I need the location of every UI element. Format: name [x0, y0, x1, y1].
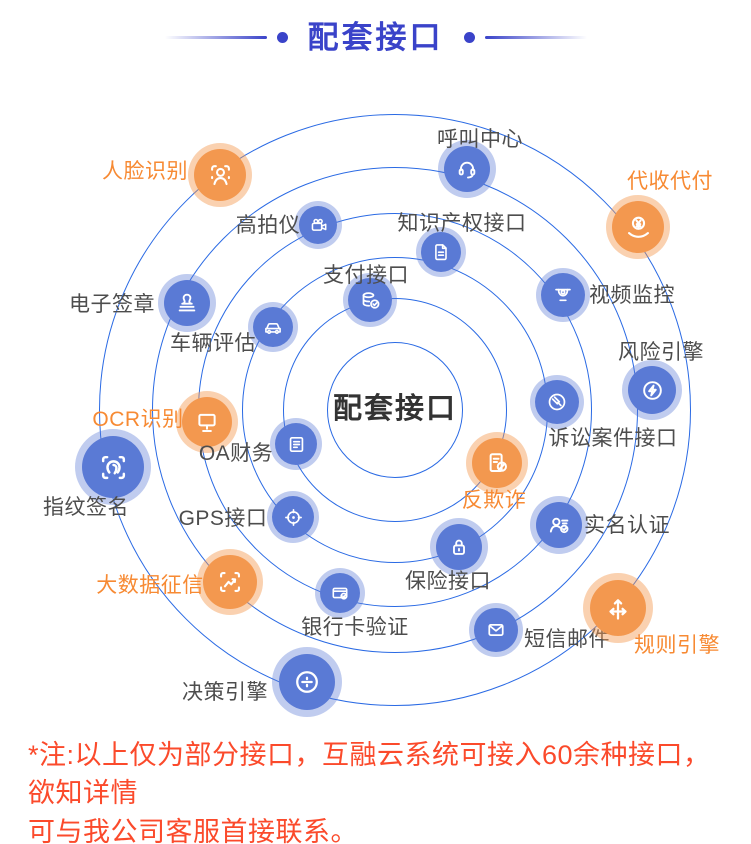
node-label-insurance-interface: 保险接口: [405, 570, 491, 593]
lock-icon: [436, 524, 482, 570]
doc-ban-icon: [472, 438, 522, 488]
yuan-hand-icon: [612, 201, 664, 253]
fingerprint-icon: [82, 436, 144, 498]
node-label-e-signature: 电子签章: [69, 293, 155, 316]
car-icon: [253, 307, 293, 347]
node-label-risk-engine: 风险引擎: [618, 341, 704, 364]
node-label-face-recognition: 人脸识别: [102, 160, 188, 183]
node-label-litigation-interface: 诉讼案件接口: [548, 427, 678, 450]
target-icon: [272, 496, 314, 538]
node-label-sms-email: 短信邮件: [524, 628, 610, 651]
node-label-ocr-recognition: OCR识别: [92, 408, 184, 431]
branch-arrows-icon: [590, 580, 646, 636]
node-label-video-surveillance: 视频监控: [589, 284, 675, 307]
node-label-real-name-auth: 实名认证: [584, 514, 670, 537]
title-decoration-dot-left: [276, 32, 288, 43]
title-decoration-dot-right: [463, 32, 475, 43]
orbit-ring: [99, 114, 691, 706]
node-label-oa-finance: OA财务: [198, 442, 274, 465]
node-label-payment-interface: 支付接口: [323, 264, 409, 287]
node-label-bigdata-credit: 大数据征信: [96, 574, 204, 597]
person-check-icon: [536, 502, 582, 548]
bank-card-icon: [320, 573, 360, 613]
node-label-decision-engine: 决策引擎: [182, 681, 268, 704]
node-label-collection-payment: 代收代付: [627, 170, 713, 193]
title-decoration-line-left: [164, 36, 267, 39]
section-header: 配套接口: [0, 22, 751, 53]
chart-scan-icon: [203, 555, 257, 609]
envelope-icon: [474, 608, 518, 652]
footnote-line-1: *注:以上仅为部分接口，互融云系统可接入60余种接口，欲知详情: [28, 740, 711, 809]
ledger-icon: [275, 423, 317, 465]
node-label-document-camera: 高拍仪: [235, 214, 301, 237]
node-label-rules-engine: 规则引擎: [634, 634, 720, 657]
coins-check-icon: [348, 278, 392, 322]
title-decoration-line-right: [484, 36, 587, 39]
gavel-icon: [535, 380, 579, 424]
node-label-gps-interface: GPS接口: [178, 507, 268, 530]
dome-camera-icon: [541, 273, 585, 317]
video-camera-icon: [299, 206, 337, 244]
monitor-icon: [182, 397, 232, 447]
document-icon: [421, 232, 461, 272]
node-label-ip-interface: 知识产权接口: [397, 212, 527, 235]
footnote: *注:以上仅为部分接口，互融云系统可接入60余种接口，欲知详情 可与我公司客服首…: [28, 736, 733, 844]
node-label-fingerprint-signature: 指纹签名: [43, 496, 129, 519]
divide-circle-icon: [279, 654, 335, 710]
node-label-call-center: 呼叫中心: [437, 128, 523, 151]
page-title: 配套接口: [307, 20, 444, 55]
face-scan-icon: [194, 149, 246, 201]
lightning-icon: [628, 366, 676, 414]
headset-icon: [444, 146, 490, 192]
interface-orbit-diagram: 配套接口 呼叫中心人脸识别代收代付高拍仪知识产权接口支付接口视频监控电子签章车辆…: [43, 114, 720, 710]
node-label-anti-fraud: 反欺诈: [461, 489, 527, 512]
footnote-line-2: 可与我公司客服首接联系。: [28, 816, 358, 844]
node-label-vehicle-evaluation: 车辆评估: [170, 332, 256, 355]
node-label-bankcard-verification: 银行卡验证: [301, 616, 409, 639]
stamp-icon: [164, 280, 210, 326]
